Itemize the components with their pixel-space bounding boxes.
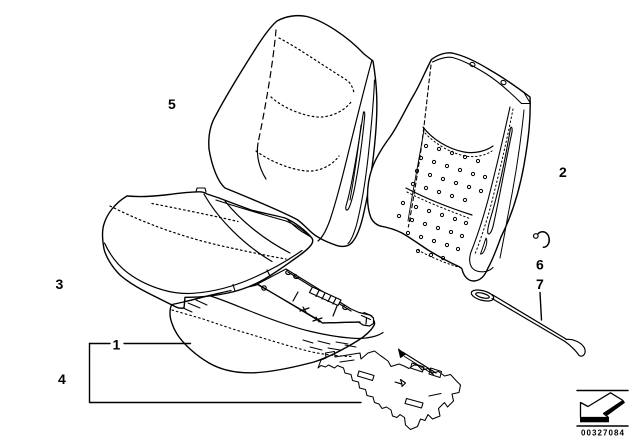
svg-text:6: 6 bbox=[536, 257, 544, 273]
svg-text:3: 3 bbox=[56, 276, 64, 292]
svg-text:4: 4 bbox=[58, 371, 66, 387]
svg-text:2: 2 bbox=[559, 164, 567, 180]
svg-text:1: 1 bbox=[113, 337, 121, 353]
svg-text:7: 7 bbox=[536, 276, 544, 292]
svg-text:5: 5 bbox=[168, 96, 176, 112]
svg-text:00327084: 00327084 bbox=[581, 429, 625, 438]
